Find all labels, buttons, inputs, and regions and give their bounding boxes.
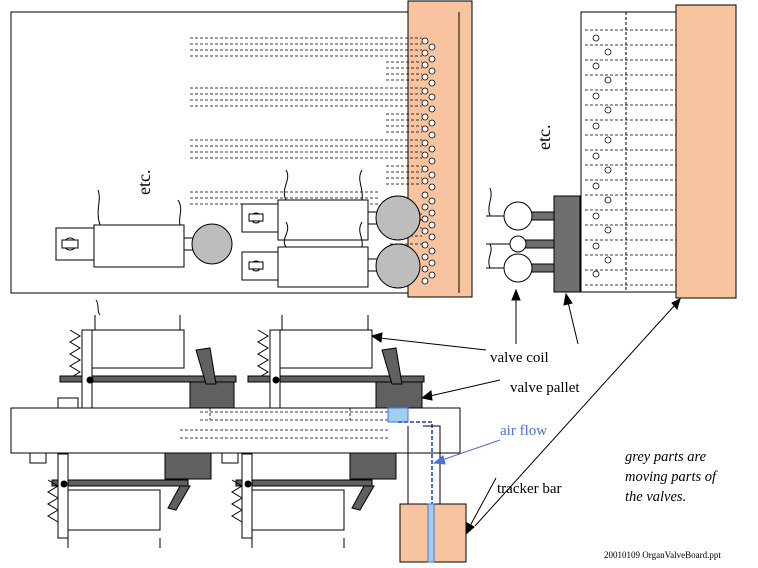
- tracker-block-right: [675, 4, 737, 299]
- filename-caption: 20010109 OrganValveBoard.ppt: [604, 550, 721, 560]
- grey-parts-note-line-3: the valves.: [625, 489, 687, 505]
- upper-valve-2: [247, 315, 425, 409]
- side-valves: [486, 187, 581, 293]
- etc-label-right: etc.: [534, 124, 554, 150]
- upper-valve-1: [59, 299, 237, 409]
- valve-left: [55, 189, 233, 268]
- top-right-panel: [486, 4, 737, 299]
- air-flow-label: air flow: [500, 423, 548, 439]
- air-channel: [387, 407, 441, 558]
- tracker-holes-top: [421, 37, 436, 285]
- lower-valve-2: [231, 452, 397, 548]
- tracker-block-top: [407, 0, 473, 298]
- tracker-bar-label: tracker bar: [497, 481, 562, 497]
- etc-label-left: etc.: [134, 169, 154, 195]
- tube-lines: [190, 37, 422, 245]
- pallet-disc: [191, 223, 233, 265]
- grey-parts-note-line-2: moving parts of: [625, 469, 717, 485]
- grey-parts-note-line-1: grey parts are: [625, 449, 707, 465]
- lower-assembly: [10, 299, 467, 563]
- valve-middle: [241, 169, 421, 289]
- valve-coil-label: valve coil: [490, 350, 549, 366]
- top-left-panel: [10, 0, 473, 298]
- leader-arrows: [370, 288, 681, 536]
- valve-pallet-label: valve pallet: [510, 380, 580, 396]
- lower-valve-1: [47, 452, 212, 548]
